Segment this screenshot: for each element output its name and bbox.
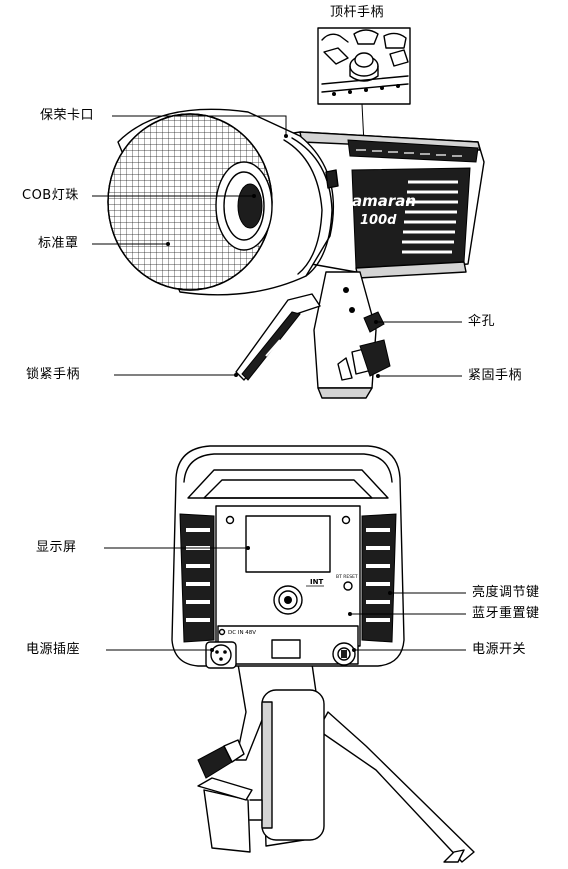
label-umbrella-hole: 伞孔 (468, 314, 496, 329)
lock-handle (235, 293, 321, 381)
back-view-figure: INT BT RESET DC IN 48V (104, 445, 475, 863)
brand-logo: amaran (352, 192, 416, 210)
label-lock-handle: 锁紧手柄 (26, 367, 81, 382)
label-power-socket: 电源插座 (26, 642, 81, 657)
label-bayonet: 保荣卡口 (40, 108, 95, 123)
side-view-figure: amaran 100d (92, 27, 485, 399)
label-top-handle: 顶杆手柄 (330, 5, 385, 20)
side-view-leaders (92, 115, 462, 378)
dc-label: DC IN 48V (228, 630, 256, 636)
back-view-leaders (104, 546, 466, 652)
knob-label: INT (310, 578, 323, 586)
reset-label: BT RESET (336, 574, 358, 580)
head-back: INT BT RESET DC IN 48V (171, 445, 405, 669)
tripod-stand (197, 663, 475, 863)
label-display: 显示屏 (36, 540, 77, 555)
label-reflector: 标准罩 (38, 236, 79, 251)
standard-reflector (107, 108, 339, 296)
yoke-bracket (313, 271, 391, 399)
model-logo: 100d (360, 213, 397, 228)
top-handle-inset (317, 27, 411, 145)
label-power-switch: 电源开关 (472, 642, 527, 657)
label-brightness-knob: 亮度调节键 (472, 585, 540, 600)
label-fix-handle: 紧固手柄 (468, 368, 523, 383)
label-cob-led: COB灯珠 (22, 188, 79, 203)
label-bt-reset: 蓝牙重置键 (472, 606, 540, 621)
